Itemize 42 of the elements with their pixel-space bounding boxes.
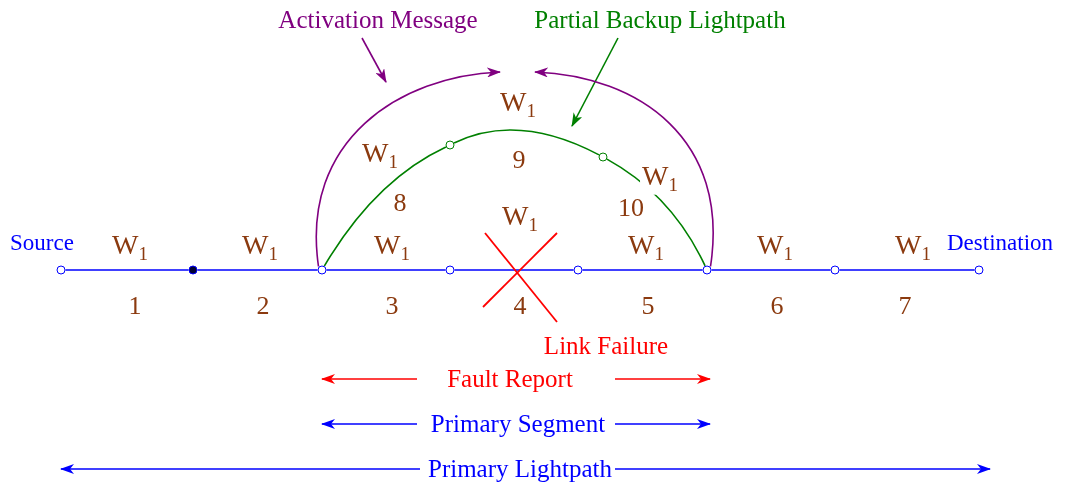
network-node: [445, 265, 455, 275]
message-arc-arrow: [315, 68, 501, 268]
network-node: [56, 265, 66, 275]
leader-arrow: [571, 37, 619, 127]
link-line: [64, 269, 190, 271]
network-node: [573, 265, 583, 275]
link-number: 4: [513, 291, 527, 321]
network-node: [317, 265, 327, 275]
link-number: 2: [256, 291, 270, 321]
link-line: [838, 269, 976, 271]
link-number: 1: [128, 291, 142, 321]
link-number: 5: [641, 291, 655, 321]
network-node: [598, 152, 608, 162]
endpoint-label: Destination: [947, 230, 1054, 256]
link-line: [581, 269, 704, 271]
annotation-text: Primary Segment: [430, 410, 606, 438]
annotation-text: Link Failure: [543, 332, 669, 360]
link-line: [325, 269, 447, 271]
annotation-text: Fault Report: [447, 365, 573, 393]
link-number: 8: [393, 188, 407, 218]
message-arc-arrow: [534, 68, 714, 268]
link-line: [710, 269, 832, 271]
link-line: [196, 269, 319, 271]
link-number: 3: [385, 291, 399, 321]
link-number: 6: [770, 291, 784, 321]
annotation-text: Primary Lightpath: [428, 455, 612, 483]
network-node: [445, 140, 455, 150]
link-line: [323, 146, 447, 267]
callout-text: Partial Backup Lightpath: [534, 6, 786, 34]
link-line: [453, 129, 600, 156]
network-node: [974, 265, 984, 275]
link-number: 9: [512, 145, 526, 175]
link-line: [453, 269, 575, 271]
callout-text: Activation Message: [278, 6, 478, 34]
link-number: 7: [898, 291, 912, 321]
endpoint-label: Source: [10, 230, 74, 256]
network-node: [702, 265, 712, 275]
network-node: [830, 265, 840, 275]
link-number: 10: [618, 193, 644, 223]
link-line: [606, 158, 706, 267]
network-node: [188, 265, 198, 275]
leader-arrow: [361, 37, 387, 83]
